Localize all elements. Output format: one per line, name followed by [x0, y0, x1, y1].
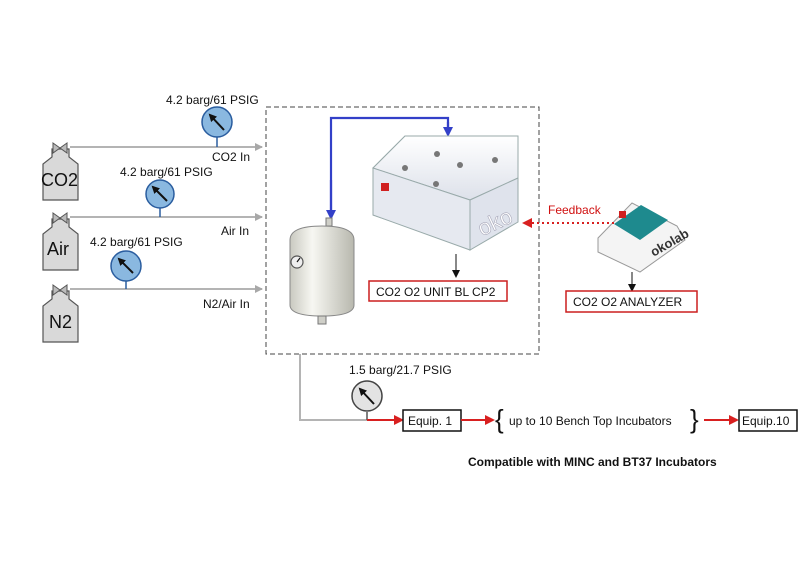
- pressure-gauge-icon: [110, 250, 142, 289]
- unit-label: CO2 O2 UNIT BL CP2: [376, 285, 496, 299]
- analyzer-label: CO2 O2 ANALYZER: [573, 295, 682, 309]
- mixing-tank-icon: [289, 217, 355, 325]
- co2-pressure-label: 4.2 barg/61 PSIG: [166, 93, 259, 107]
- n2-inlet-label: N2/Air In: [203, 297, 250, 311]
- air-inlet-label: Air In: [221, 224, 249, 238]
- unit-label-box: [368, 280, 508, 302]
- cylinder-n2: N2: [42, 284, 79, 343]
- pressure-gauge-icon: [201, 106, 233, 147]
- co2-o2-unit: oko: [372, 135, 519, 251]
- cylinder-co2: CO2: [41, 142, 79, 201]
- open-brace: {: [495, 404, 504, 434]
- analyzer-label-box: [565, 290, 698, 313]
- close-brace: }: [690, 404, 699, 434]
- equip-10-box: [738, 409, 798, 432]
- enclosure-frame: [265, 106, 540, 355]
- equip-10-label: Equip.10: [742, 414, 790, 428]
- compatibility-note: Compatible with MINC and BT37 Incubators: [468, 455, 717, 469]
- analyzer-device: okolab: [597, 202, 691, 273]
- cylinder-label: N2: [49, 312, 72, 332]
- chain-middle-label: up to 10 Bench Top Incubators: [509, 414, 672, 428]
- cylinder-label: Air: [47, 239, 69, 259]
- n2-pressure-label: 4.2 barg/61 PSIG: [90, 235, 183, 249]
- valve-icon: [52, 142, 68, 154]
- valve-icon: [52, 284, 68, 296]
- equip-1-label: Equip. 1: [408, 414, 452, 428]
- pressure-gauge-icon: [351, 380, 383, 420]
- cylinder-label: CO2: [41, 170, 78, 190]
- outlet-pressure-label: 1.5 barg/21.7 PSIG: [349, 363, 452, 377]
- co2-inlet-label: CO2 In: [212, 150, 250, 164]
- air-pressure-label: 4.2 barg/61 PSIG: [120, 165, 213, 179]
- valve-icon: [52, 212, 68, 224]
- cylinder-air: Air: [42, 212, 79, 271]
- feedback-label: Feedback: [548, 203, 602, 217]
- pressure-gauge-icon: [145, 179, 175, 217]
